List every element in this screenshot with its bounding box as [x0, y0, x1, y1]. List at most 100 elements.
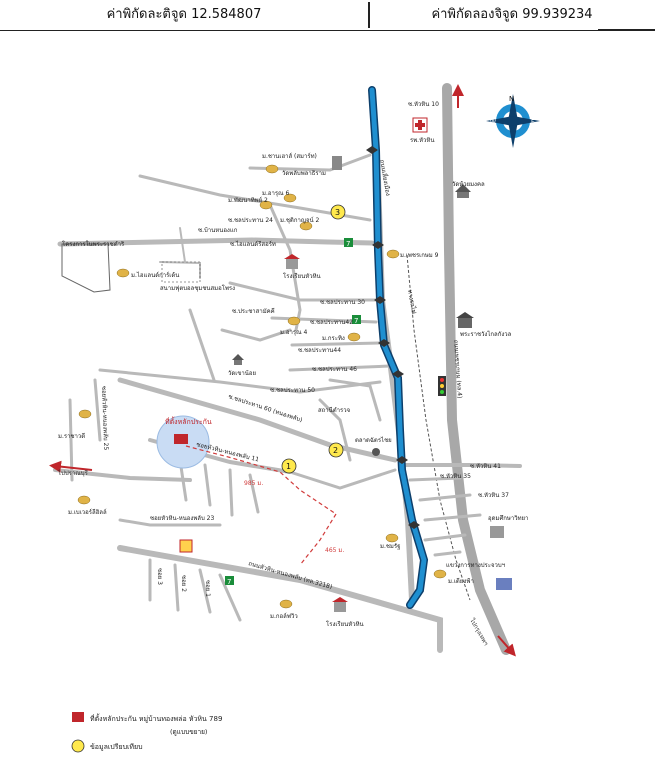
label-soi-huahin37: ซ.หัวหิน 37: [478, 492, 509, 499]
marker-3: 3: [330, 204, 346, 220]
svg-text:3: 3: [335, 208, 340, 217]
label-soi-chonlaprathan42: ซ.ชลประทาน42: [310, 319, 353, 326]
compass-rose: N W E: [486, 94, 540, 148]
arrow-to-pranburi: [49, 460, 93, 473]
label-market: ตลาดฉัตรไชย: [355, 436, 392, 444]
label-moo-arun6: ม.อารุณ 6: [262, 190, 290, 197]
label-school-assumption: อุดมศึกษาวิทยา: [488, 515, 528, 522]
label-soi-huahin41: ซ.หัวหิน 41: [470, 463, 501, 470]
label-wat-huai-mongkol: วัดห้วยมงคล: [452, 181, 485, 188]
latitude-text: ค่าพิกัดละติจูด 12.584807: [106, 7, 262, 22]
route-distance-465: 465 ม.: [325, 547, 344, 554]
label-wat-thayang: สถานีตำรวจ: [318, 406, 350, 414]
highway-4: [442, 83, 511, 655]
label-soi-prakjandee: ซ.ประชาสามัคคี: [232, 307, 275, 315]
project-site-label: ที่ตั้งหลักประกัน: [165, 415, 212, 426]
label-soi-a: ซอย 3: [156, 568, 163, 585]
housing-markers: [77, 164, 447, 609]
police-icon: [372, 448, 380, 456]
label-moo-arun4: ม.อารุณ 4: [280, 329, 308, 336]
svg-text:7: 7: [227, 578, 231, 586]
label-wat-huai-phai: วัดพลับพลาธิราม: [282, 170, 326, 177]
seven-eleven-icon-3: 7: [225, 576, 234, 586]
legend: ที่ตั้งหลักประกัน หมู่บ้านทองพล่อ หัวหิน…: [71, 712, 222, 753]
legend-site-subtext: (ดูแบบขยาย): [170, 728, 207, 736]
railway-line: [406, 254, 471, 601]
label-moo-pattanathip2: ม.พัฒนาทิพย์ 2: [228, 196, 268, 204]
label-soi-huahin25: ซอยหัวหิน-หนองพลับ 25: [100, 386, 109, 451]
arrow-to-bangkok: [497, 635, 516, 657]
label-moo-highland: ม.ไฮแลนด์การ์เด้น: [131, 271, 179, 279]
label-soi-baannongkae: ซ.บ้านหนองแก: [198, 227, 238, 234]
label-stadium: สนามฟุตบอลชุมชนสมอโพรง: [160, 284, 235, 292]
label-school-huahin: โรงเรียนหัวหิน: [326, 620, 364, 628]
temple-icon: [455, 184, 471, 198]
compass-west: W: [490, 119, 496, 126]
marker-2: 2: [328, 442, 344, 458]
to-bangkok-label: ไปกรุงเทพฯ: [468, 616, 490, 647]
label-moo-chanhom: ม.ชานเฮาส์ (สมาร์ท): [262, 152, 317, 160]
marker-1: 1: [281, 458, 297, 474]
school-building-icon: [490, 526, 504, 538]
label-school-baan: โรงเรียนหัวหิน: [283, 272, 321, 280]
legend-site-swatch: [72, 712, 84, 722]
label-soi-hillside: ซ.ไฮแลนด์รีสอร์ท: [230, 240, 276, 248]
to-pranburi-label: ไปปราณบุรี: [57, 469, 89, 477]
royal-project-boundary: [61, 243, 111, 293]
label-moo-chokpakunwee: ม.ชุติกาญจน์ 2: [280, 216, 319, 224]
label-soi-chonlaprathan24: ซ.ชลประทาน 24: [228, 217, 273, 224]
seven-eleven-icon-2: 7: [352, 315, 361, 325]
label-soi-b: ซอย 2: [180, 575, 187, 592]
seven-eleven-icon: 7: [344, 238, 353, 248]
label-soi-huahin23: ซอยหัวหิน-หนองพลับ 23: [150, 515, 214, 522]
label-soi-chonlaprathan44: ซ.ชลประทาน44: [298, 347, 341, 354]
svg-text:2: 2: [333, 446, 338, 455]
label-soi-chonlaprathan46: ซ.ชลประทาน 46: [312, 366, 357, 373]
palace-icon: [456, 312, 474, 328]
compass-north: N: [509, 95, 514, 103]
route-465m: [299, 513, 337, 566]
label-royal-project: โครงการในพระราชดำริ: [62, 240, 125, 248]
office-building-icon: [496, 578, 512, 590]
label-moo-bayview: ม.เบเวอร์ลีฮิลล์: [68, 508, 107, 516]
label-moo-nern: ม.เดียงฟ้า: [448, 577, 474, 585]
header-underline: [598, 29, 655, 31]
c-store-icon: [179, 539, 193, 553]
coordinates-header: ค่าพิกัดละติจูด 12.584807 ค่าพิกัดลองจิจ…: [0, 0, 655, 31]
compass-east: E: [531, 119, 535, 126]
label-new-building: แขวงการทางประจวบฯ: [446, 562, 505, 569]
legend-info-swatch: [71, 739, 85, 753]
school-icon: [284, 254, 300, 269]
stadium-area: [161, 261, 201, 283]
label-soi-huahin35: ซ.หัวหิน 35: [440, 473, 471, 480]
svg-text:7: 7: [346, 240, 350, 248]
traffic-light-icon: [438, 376, 446, 396]
label-soi-huahin10: ซ.หัวหิน 10: [408, 101, 439, 108]
label-moo-chomrat: ม.ชมรัฐ: [380, 543, 400, 550]
label-soi-c: ซอย 1: [204, 580, 211, 597]
hospital-icon: [412, 117, 428, 133]
label-royal-palace: พระราชวังไกลกังวล: [460, 330, 512, 338]
project-site-marker: [174, 434, 188, 444]
label-moo-phetkasem9: ม.เพชรเกษม 9: [400, 252, 439, 259]
label-moo-rasawan: ม.ราชาวดี: [58, 432, 85, 440]
label-moo-golfview: ม.กอล์ฟวิว: [270, 612, 298, 620]
temple-icon-2: [232, 354, 244, 365]
legend-site-text: ที่ตั้งหลักประกัน หมู่บ้านทองพล่อ หัวหิน…: [90, 712, 222, 723]
svg-text:7: 7: [354, 317, 358, 325]
school-icon-2: [332, 597, 348, 612]
local-roads: [53, 92, 522, 653]
label-railway: ทางรถไฟ: [406, 289, 418, 314]
svg-text:1: 1: [286, 462, 291, 471]
label-soi-chonlaprathan30: ซ.ชลประทาน 30: [320, 299, 365, 306]
building-icon: [332, 156, 342, 170]
label-hwy4: ถนนเพชรเกษม (ทล.4): [452, 340, 463, 399]
longitude-text: ค่าพิกัดลองจิจูด 99.939234: [431, 7, 593, 22]
route-distance-985: 985 ม.: [244, 480, 263, 487]
label-moo-krathi: ม.กระทิง: [322, 335, 345, 342]
label-soi-chonlaprathan50: ซ.ชลประทาน 50: [270, 387, 315, 394]
header-divider: [368, 2, 370, 28]
label-hospital: รพ.หัวหิน: [410, 137, 434, 144]
label-wat-khao: วัดเขาน้อย: [228, 370, 256, 377]
